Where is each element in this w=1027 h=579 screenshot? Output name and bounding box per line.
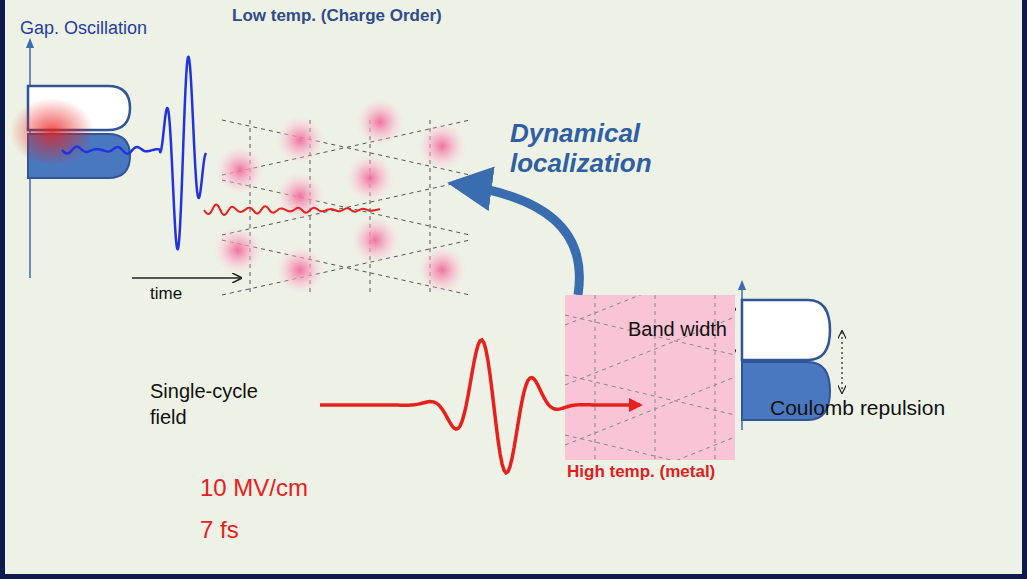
band-width-label: Band width bbox=[628, 318, 727, 341]
coulomb-label: Coulomb repulsion bbox=[770, 396, 1010, 420]
slide-ground bbox=[5, 0, 1022, 574]
slide-title: Low temp. (Charge Order) bbox=[232, 6, 442, 26]
metal-lattice bbox=[565, 255, 735, 505]
time-axis bbox=[132, 277, 240, 279]
single-cycle-pulse bbox=[320, 340, 640, 473]
gap-glow bbox=[10, 98, 94, 166]
phase-label: High temp. (metal) bbox=[567, 462, 715, 482]
gap-oscillation-wave bbox=[62, 57, 206, 249]
coulomb-arrow bbox=[841, 332, 842, 392]
upper-band bbox=[742, 300, 830, 360]
charge-sites bbox=[214, 98, 466, 294]
pulse-duration: 7 fs bbox=[200, 516, 239, 544]
oscillation-label: Gap. Oscillation bbox=[20, 18, 147, 39]
axis-label: time bbox=[150, 284, 182, 304]
process-label: Dynamical localization bbox=[510, 118, 710, 178]
field-label: Single-cycle field bbox=[150, 378, 280, 430]
field-strength: 10 MV/cm bbox=[200, 474, 308, 502]
transition-arrow bbox=[456, 184, 579, 295]
metal-lattice-fill bbox=[565, 295, 735, 460]
relaxation-wave bbox=[204, 205, 380, 216]
